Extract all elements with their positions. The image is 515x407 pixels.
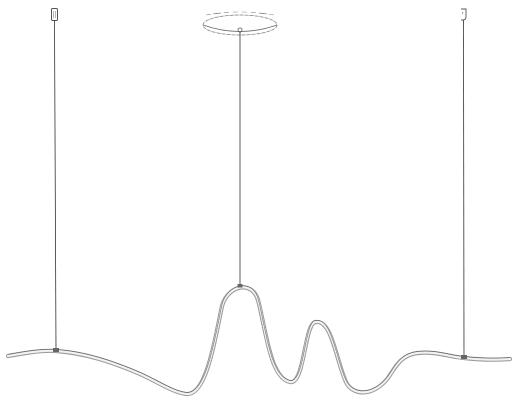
center-canopy (202, 11, 278, 36)
left-ceiling-mount (51, 8, 58, 21)
wavy-led-light (5, 285, 513, 397)
attachment-clips (53, 284, 467, 359)
right-suspension-wire (463, 19, 465, 359)
suspension-wires (54, 19, 465, 359)
right-ceiling-mount (461, 8, 467, 21)
left-suspension-wire (54, 19, 57, 352)
